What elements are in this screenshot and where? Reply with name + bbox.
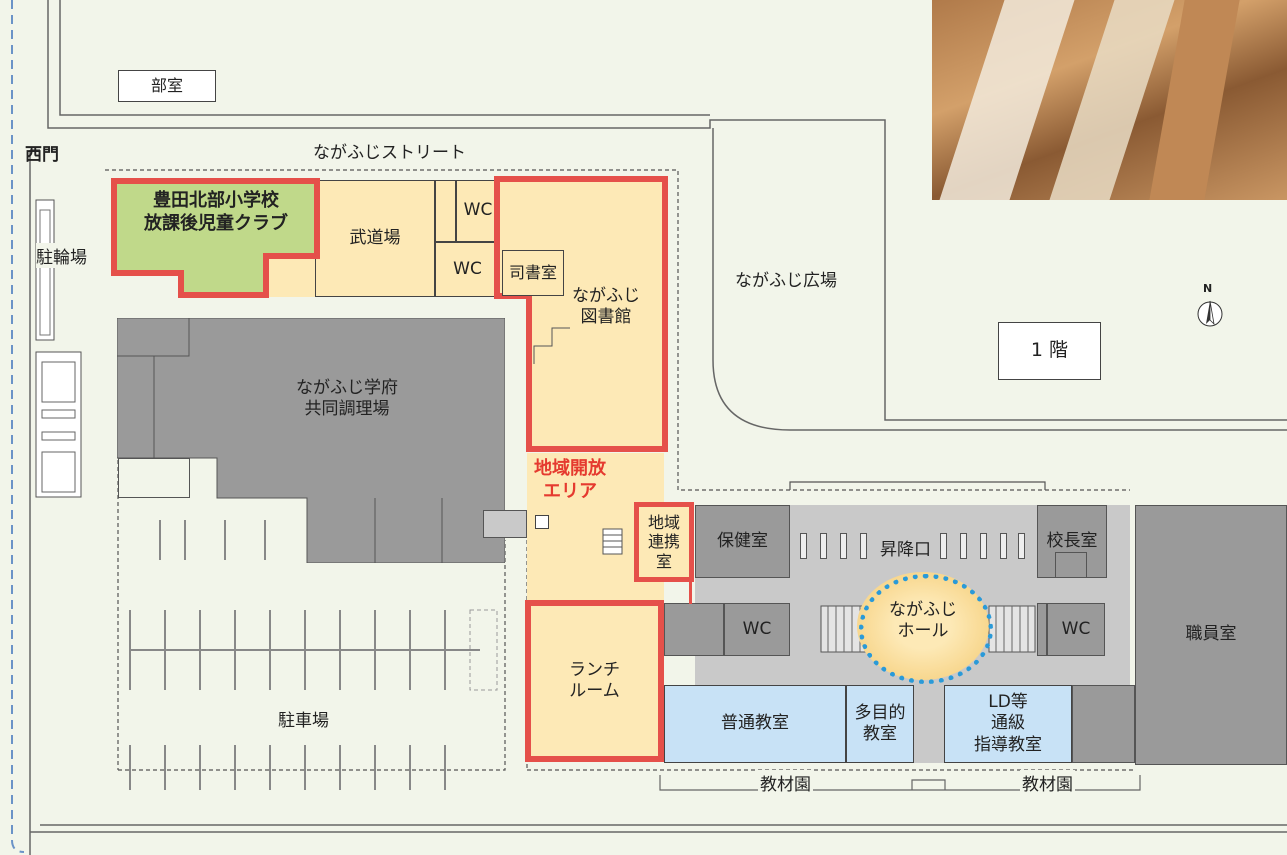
- north-arrow-label: N: [1203, 282, 1213, 295]
- bike-parking-label: 駐輪場: [36, 243, 87, 268]
- shoe-locker: [1000, 533, 1007, 559]
- street-label: ながふじストリート: [313, 143, 466, 163]
- club-room-top: 部室: [118, 70, 216, 102]
- plaza-outline: [712, 128, 1287, 431]
- entrance-label: 昇降口: [880, 540, 931, 560]
- shoe-locker: [960, 533, 967, 559]
- shoe-locker: [1018, 533, 1025, 559]
- health-room: 保健室: [695, 505, 790, 578]
- kitchen-label: ながふじ学府 共同調理場: [296, 378, 398, 420]
- garden-frame: [659, 775, 1141, 791]
- wc-west-strip: [664, 603, 724, 656]
- library-shelf-photo: [932, 0, 1287, 200]
- open-area-boundary: [689, 582, 692, 604]
- shared-kitchen: ながふじ学府 共同調理場: [117, 318, 505, 563]
- kitchen-annex: [118, 458, 190, 498]
- garden-west-label: 教材園: [758, 770, 813, 795]
- club-label: 豊田北部小学校 放課後児童クラブ: [144, 190, 288, 234]
- staff-room: 職員室: [1135, 505, 1287, 765]
- community-room: 地域 連携 室: [634, 502, 694, 582]
- shoe-locker: [820, 533, 827, 559]
- wc-lower: WC: [435, 242, 500, 297]
- shoe-locker: [980, 533, 987, 559]
- east-storage: [1072, 685, 1135, 763]
- nagafuji-hall: ながふじ ホール: [857, 572, 993, 684]
- parking-label: 駐車場: [278, 711, 329, 731]
- shoe-locker: [840, 533, 847, 559]
- open-area-stair: [602, 528, 623, 555]
- stairs-east: [988, 605, 1036, 653]
- library-area: 司書室 ながふじ 図書館: [494, 176, 669, 453]
- library-stair: [533, 327, 570, 364]
- ld-room: LD等 通級 指導教室: [944, 685, 1072, 763]
- multipurpose-room: 多目的 教室: [846, 685, 914, 763]
- shoe-locker: [940, 533, 947, 559]
- garden-east-label: 教材園: [1020, 770, 1075, 795]
- shoe-locker: [860, 533, 867, 559]
- north-arrow-icon: N: [1195, 282, 1225, 334]
- hall-label: ながふじ ホール: [889, 600, 957, 642]
- librarian-room: 司書室: [502, 250, 564, 296]
- wc-block-spacer: [435, 180, 456, 242]
- left-boundary-dashed: [11, 0, 25, 853]
- plaza-label: ながふじ広場: [735, 271, 837, 291]
- kitchen-passage-box: [535, 515, 549, 529]
- budojo-room: 武道場: [315, 180, 435, 297]
- lunch-room: ランチ ルーム: [525, 600, 664, 762]
- shelf-panel: [939, 0, 1075, 200]
- wc-upper: WC: [456, 180, 500, 242]
- parking-slots: [129, 520, 480, 790]
- shoe-locker: [800, 533, 807, 559]
- wc-east-strip: [1037, 603, 1047, 656]
- site-bottom-road: [30, 824, 1287, 833]
- principal-room-door: [1055, 552, 1087, 578]
- corridor-gap: [914, 685, 944, 763]
- floor-sign: 1 階: [998, 322, 1101, 380]
- wc-west: WC: [724, 603, 790, 656]
- kitchen-passage: [483, 510, 527, 538]
- general-classroom: 普通教室: [664, 685, 846, 763]
- north-wall: [47, 0, 1287, 421]
- open-area-label: 地域開放 エリア: [534, 458, 606, 502]
- west-gate-label: 西門: [25, 145, 59, 165]
- hall-ring: [859, 574, 993, 684]
- library-label: ながふじ 図書館: [572, 286, 640, 328]
- wc-east: WC: [1047, 603, 1105, 656]
- after-school-club: 豊田北部小学校 放課後児童クラブ: [111, 178, 321, 298]
- parking-small-stall: [469, 609, 498, 691]
